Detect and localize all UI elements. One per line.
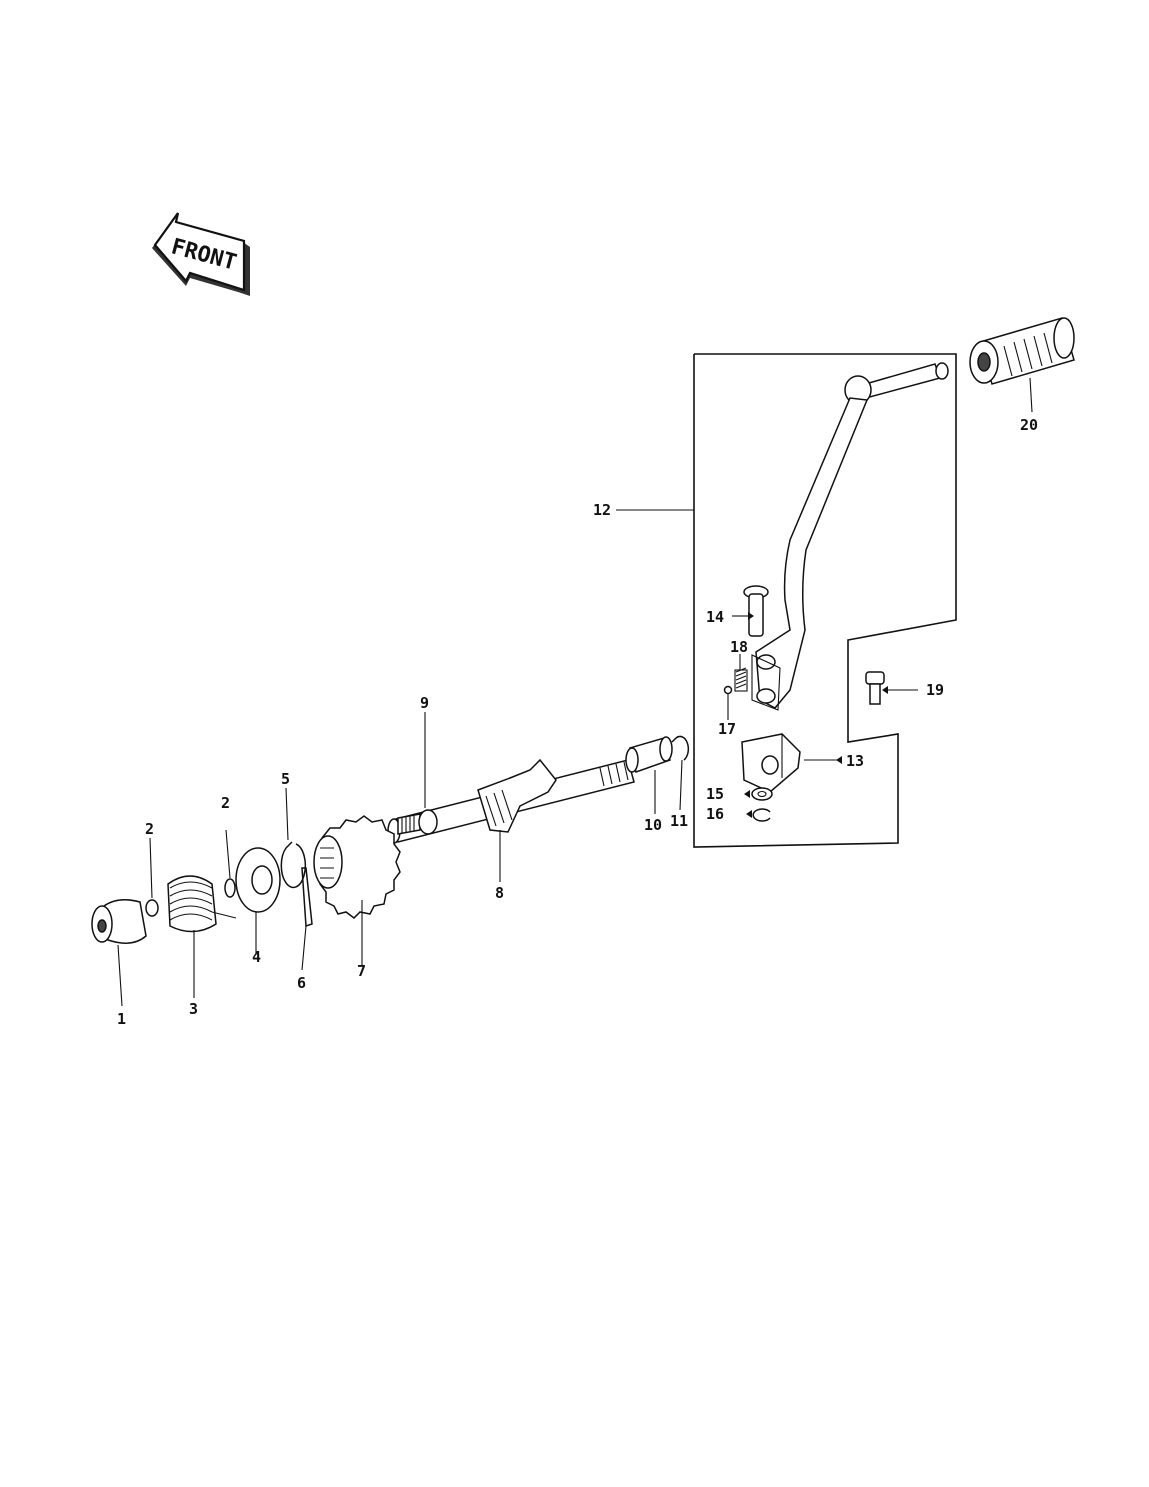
- label-part-18: 18: [730, 638, 748, 656]
- gear-circlip: [280, 841, 307, 889]
- label-part-9: 9: [420, 694, 429, 712]
- detent-ball: [723, 685, 733, 695]
- label-part-11: 11: [670, 812, 688, 830]
- shaft-cap: [91, 899, 147, 944]
- lever-pin: [743, 585, 769, 637]
- label-part-15: 15: [706, 785, 724, 803]
- detent-spring: [734, 667, 748, 692]
- label-part-4: 4: [252, 948, 261, 966]
- leader-lines: [117, 377, 1033, 1007]
- leader-arrowheads: [744, 612, 888, 818]
- label-part-14: 14: [706, 608, 724, 626]
- label-part-5: 5: [281, 770, 290, 788]
- lever-bolt: [865, 671, 885, 705]
- washer: [751, 787, 773, 801]
- label-part-6: 6: [297, 974, 306, 992]
- label-part-2a: 2: [145, 820, 154, 838]
- label-part-1: 1: [117, 1010, 126, 1028]
- washer-hole: [757, 790, 767, 798]
- label-part-2b: 2: [221, 794, 230, 812]
- label-part-10: 10: [644, 816, 662, 834]
- front-arrow: FRONT: [152, 212, 250, 296]
- spring-guide: [235, 847, 281, 913]
- kick-shaft: [387, 758, 635, 844]
- rubber-grip: [969, 317, 1075, 385]
- kick-gear: [313, 815, 401, 919]
- label-part-20: 20: [1020, 416, 1038, 434]
- label-part-12: 12: [593, 501, 611, 519]
- label-part-7: 7: [357, 962, 366, 980]
- label-part-16: 16: [706, 805, 724, 823]
- part-labels: 1 2 2 3 4 5 6 7 8 9 10 11 12 13 14 15 16…: [117, 416, 1038, 1028]
- shaft-circlip: [671, 735, 690, 761]
- return-spring: [167, 875, 237, 933]
- shaft-collar: [625, 736, 673, 773]
- label-part-17: 17: [718, 720, 736, 738]
- label-part-19: 19: [926, 681, 944, 699]
- circlip: [752, 808, 771, 822]
- lever-assembly-boundary: [693, 353, 957, 848]
- washer-2-lower: [145, 899, 159, 917]
- kick-lever: [751, 362, 949, 711]
- lever-boss: [741, 733, 801, 793]
- washer-2-upper: [224, 878, 236, 898]
- label-part-3: 3: [189, 1000, 198, 1018]
- guide-bolt: [397, 809, 438, 835]
- label-part-13: 13: [846, 752, 864, 770]
- label-part-8: 8: [495, 884, 504, 902]
